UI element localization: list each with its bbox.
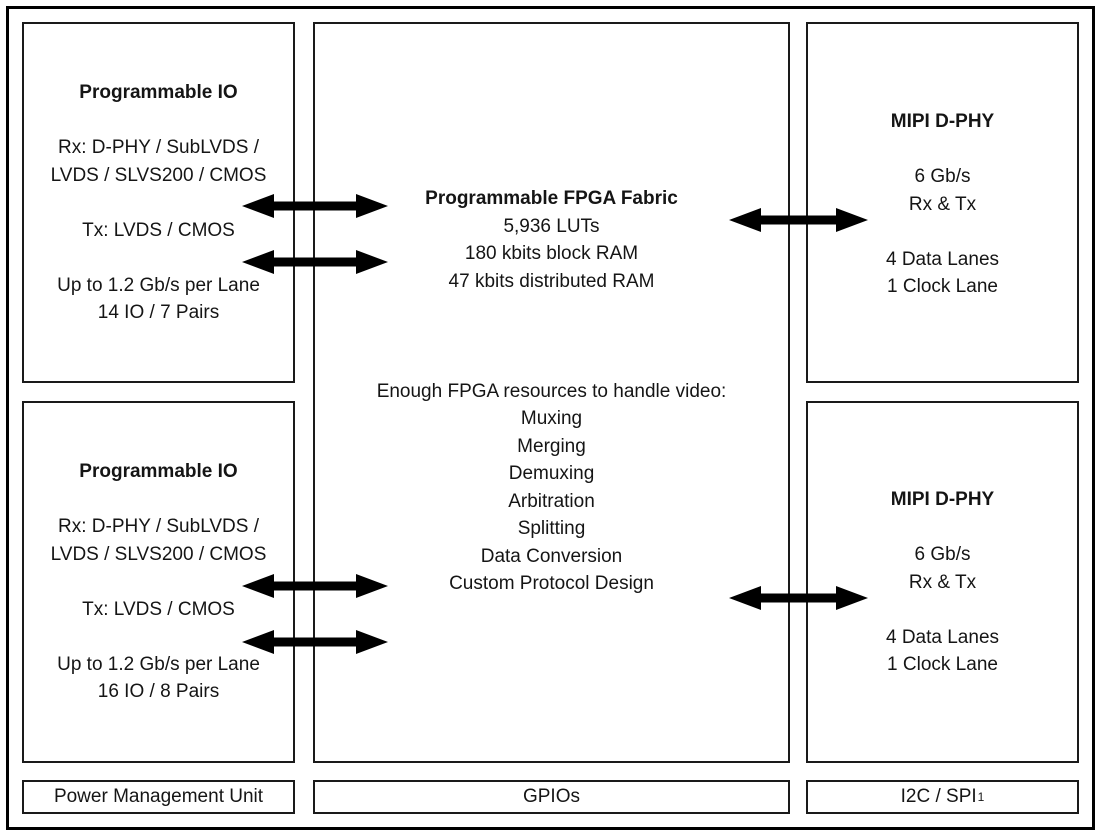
programmable-io-top-speed-line: Up to 1.2 Gb/s per Lane	[57, 274, 260, 296]
programmable-io-top-pairs-line: 14 IO / 7 Pairs	[97, 302, 220, 323]
block-fpga-fabric: Programmable FPGA Fabric 5,936 LUTs 180 …	[313, 22, 790, 763]
programmable-io-bottom-rx-line-2: LVDS / SLVS200 / CMOS	[50, 543, 267, 565]
fpga-fabric-title: Programmable FPGA Fabric	[425, 188, 678, 209]
fpga-capability-splitting: Splitting	[517, 518, 586, 539]
mipi-dphy-top-title: MIPI D-PHY	[890, 111, 995, 132]
fpga-fabric-block-ram: 180 kbits block RAM	[464, 243, 639, 264]
programmable-io-bottom-speed-line: Up to 1.2 Gb/s per Lane	[57, 653, 260, 675]
fpga-capability-demuxing: Demuxing	[508, 463, 595, 484]
bidirectional-arrow-icon	[242, 193, 388, 219]
programmable-io-bottom-rx-line-1: Rx: D-PHY / SubLVDS /	[58, 516, 259, 537]
block-programmable-io-top: Programmable IO Rx: D-PHY / SubLVDS / LV…	[22, 22, 295, 383]
block-gpios: GPIOs	[313, 780, 790, 814]
mipi-dphy-bottom-rate: 6 Gb/s	[914, 544, 971, 565]
mipi-dphy-bottom-clock-lane: 1 Clock Lane	[887, 654, 998, 675]
block-mipi-dphy-top: MIPI D-PHY 6 Gb/s Rx & Tx 4 Data Lanes 1…	[806, 22, 1079, 383]
fpga-capability-muxing: Muxing	[520, 408, 583, 429]
mipi-dphy-bottom-data-lanes: 4 Data Lanes	[885, 626, 1000, 648]
bidirectional-arrow-icon	[729, 585, 868, 611]
mipi-dphy-bottom-title: MIPI D-PHY	[890, 489, 995, 510]
mipi-dphy-top-rx-tx: Rx & Tx	[908, 193, 977, 215]
block-programmable-io-bottom: Programmable IO Rx: D-PHY / SubLVDS / LV…	[22, 401, 295, 763]
fpga-capability-data-conversion: Data Conversion	[480, 545, 623, 567]
bidirectional-arrow-icon	[242, 629, 388, 655]
block-power-management-unit: Power Management Unit	[22, 780, 295, 814]
fpga-fabric-distributed-ram: 47 kbits distributed RAM	[448, 270, 655, 292]
power-management-unit-label: Power Management Unit	[53, 786, 264, 807]
mipi-dphy-top-rate: 6 Gb/s	[914, 166, 971, 187]
programmable-io-bottom-tx-line: Tx: LVDS / CMOS	[82, 598, 235, 620]
mipi-dphy-bottom-rx-tx: Rx & Tx	[908, 571, 977, 593]
programmable-io-top-title: Programmable IO	[79, 82, 238, 103]
fpga-capability-custom-protocol: Custom Protocol Design	[449, 573, 654, 594]
fpga-resources-heading: Enough FPGA resources to handle video:	[376, 380, 727, 402]
fpga-capability-merging: Merging	[517, 435, 586, 457]
mipi-dphy-top-clock-lane: 1 Clock Lane	[887, 276, 998, 297]
bidirectional-arrow-icon	[729, 207, 868, 233]
block-mipi-dphy-bottom: MIPI D-PHY 6 Gb/s Rx & Tx 4 Data Lanes 1…	[806, 401, 1079, 763]
diagram-outer-frame	[6, 6, 1095, 830]
i2c-spi-label: I2C / SPI	[900, 786, 977, 807]
programmable-io-bottom-title: Programmable IO	[79, 461, 238, 482]
programmable-io-top-tx-line: Tx: LVDS / CMOS	[82, 219, 235, 241]
fpga-fabric-luts: 5,936 LUTs	[503, 215, 600, 237]
programmable-io-bottom-pairs-line: 16 IO / 8 Pairs	[97, 681, 220, 702]
bidirectional-arrow-icon	[242, 573, 388, 599]
gpios-label: GPIOs	[522, 786, 580, 807]
programmable-io-top-rx-line-1: Rx: D-PHY / SubLVDS /	[58, 137, 259, 158]
fpga-capability-arbitration: Arbitration	[508, 490, 595, 512]
bidirectional-arrow-icon	[242, 249, 388, 275]
mipi-dphy-top-data-lanes: 4 Data Lanes	[885, 248, 1000, 270]
programmable-io-top-rx-line-2: LVDS / SLVS200 / CMOS	[50, 164, 267, 186]
